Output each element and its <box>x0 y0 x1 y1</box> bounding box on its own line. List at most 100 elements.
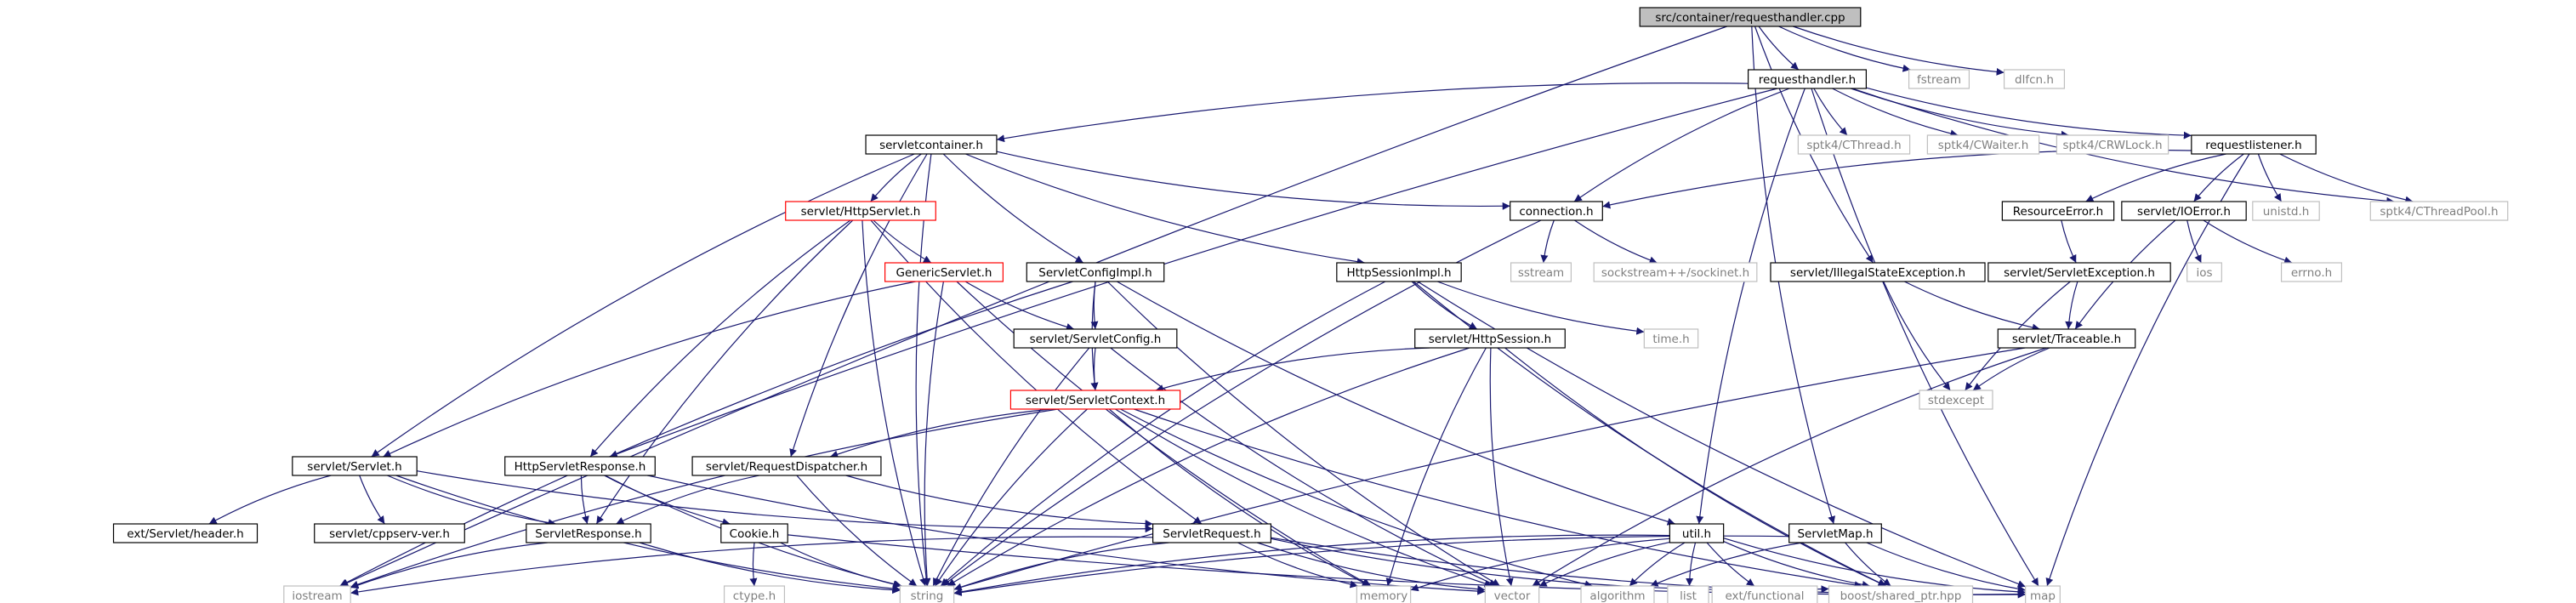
node-servlet-servlet-h[interactable]: servlet/Servlet.h <box>292 456 418 476</box>
edge-httpservletresponse-h-to-servletresponse-h <box>580 475 589 525</box>
edge-httpservletresponse-h-to-cookie-h <box>604 475 731 526</box>
node-label: ctype.h <box>733 589 776 603</box>
node-util-h[interactable]: util.h <box>1669 523 1725 543</box>
node-label: map <box>2030 589 2056 603</box>
edge-resourceerror-h-to-servlet-servletexception-h <box>2061 219 2077 264</box>
node-box <box>1926 134 2040 155</box>
edge-servlet-servletcontext-h-to-servlet-requestdispatcher-h <box>830 408 1052 458</box>
node-label: stdexcept <box>1928 394 1984 407</box>
node-label: sptk4/CWaiter.h <box>1938 139 2029 152</box>
node-sptk4-cthread-h: sptk4/CThread.h <box>1797 134 1911 155</box>
node-box <box>1510 201 1603 221</box>
node-resourceerror-h[interactable]: ResourceError.h <box>2001 201 2115 221</box>
edge-util-h-to-list <box>1686 542 1697 587</box>
node-vector: vector <box>1484 585 1540 603</box>
node-sptk4-cthreadpool-h: sptk4/CThreadPool.h <box>2369 201 2509 221</box>
edge-servlet-servlet-h-to-servletresponse-h <box>387 475 556 527</box>
node-label: vector <box>1494 589 1531 603</box>
edge-servlet-servletcontext-h-to-boost-shared-ptr-hpp <box>1134 408 1862 589</box>
edge-root-to-requesthandler-h <box>1758 26 1800 71</box>
edge-servletcontainer-h-to-servlet-httpservlet-h <box>870 153 922 202</box>
node-box <box>112 523 259 543</box>
node-list: list <box>1667 585 1709 603</box>
node-box <box>1770 262 1986 282</box>
edge-requesthandler-h-to-sptk4-cthread-h <box>1813 88 1848 136</box>
edge-httpsessionimpl-h-to-time-h <box>1436 281 1645 335</box>
node-servletcontainer-h[interactable]: servletcontainer.h <box>865 134 998 155</box>
node-servlet-ioerror-h[interactable]: servlet/IOError.h <box>2121 201 2247 221</box>
node-label: servlet/IllegalStateException.h <box>1790 266 1965 280</box>
node-servletresponse-h[interactable]: ServletResponse.h <box>526 523 651 543</box>
edge-httpservletresponse-h-to-vector <box>647 475 1486 595</box>
node-servlet-httpservlet-h[interactable]: servlet/HttpServlet.h <box>785 201 936 221</box>
edge-servletcontainer-h-to-servlet-servlet-h <box>371 153 915 458</box>
node-servlet-servletcontext-h[interactable]: servlet/ServletContext.h <box>1009 390 1181 410</box>
edge-requestlistener-h-to-sptk4-cthreadpool-h <box>2279 153 2414 204</box>
edge-root-to-dlfcn-h <box>1793 26 2005 76</box>
node-servlet-illegalstateexception-h[interactable]: servlet/IllegalStateException.h <box>1770 262 1986 282</box>
edge-servletrequest-h-to-memory <box>1237 542 1358 589</box>
edge-servletmap-h-to-algorithm <box>1650 542 1803 587</box>
edge-servletresponse-h-to-iostream <box>350 542 548 589</box>
node-sptk4-cwaiter-h: sptk4/CWaiter.h <box>1926 134 2040 155</box>
node-box <box>2025 585 2061 603</box>
node-cookie-h[interactable]: Cookie.h <box>720 523 788 543</box>
node-label: servlet/RequestDispatcher.h <box>706 460 867 474</box>
node-label: algorithm <box>1589 589 1645 603</box>
node-requestlistener-h[interactable]: requestlistener.h <box>2191 134 2317 155</box>
node-label: boost/shared_ptr.hpp <box>1840 589 1962 603</box>
edge-servletconfigimpl-h-to-util-h <box>1117 281 1675 526</box>
node-servlet-requestdispatcher-h[interactable]: servlet/RequestDispatcher.h <box>691 456 882 476</box>
node-servletmap-h[interactable]: ServletMap.h <box>1788 523 1882 543</box>
node-servlet-httpsession-h[interactable]: servlet/HttpSession.h <box>1414 328 1566 349</box>
node-errno-h: errno.h <box>2280 262 2343 282</box>
node-connection-h[interactable]: connection.h <box>1510 201 1603 221</box>
node-label: ServletResponse.h <box>535 527 641 541</box>
edge-servlet-servlet-h-to-servletrequest-h <box>417 470 1153 533</box>
edge-util-h-to-boost-shared-ptr-hpp <box>1723 541 1870 589</box>
node-root[interactable]: src/container/requesthandler.cpp <box>1639 7 1862 27</box>
edge-requestlistener-h-to-resourceerror-h <box>2085 153 2226 202</box>
node-servletconfigimpl-h[interactable]: ServletConfigImpl.h <box>1026 262 1165 282</box>
node-label: dlfcn.h <box>2015 73 2054 87</box>
node-iostream: iostream <box>283 585 351 603</box>
node-servletrequest-h[interactable]: ServletRequest.h <box>1152 523 1271 543</box>
edge-servlet-servletcontext-h-to-string <box>935 408 1088 587</box>
node-box <box>1997 328 2136 349</box>
node-label: servlet/ServletException.h <box>2004 266 2155 280</box>
edge-root-to-iostream <box>340 26 1727 587</box>
node-requesthandler-h[interactable]: requesthandler.h <box>1748 69 1868 89</box>
node-box <box>1510 262 1572 282</box>
node-ext-servlet-header-h[interactable]: ext/Servlet/header.h <box>112 523 259 543</box>
node-label: sptk4/CThreadPool.h <box>2380 205 2498 219</box>
node-box <box>2001 201 2115 221</box>
node-servlet-cppserv-ver-h[interactable]: servlet/cppserv-ver.h <box>314 523 465 543</box>
node-genericservlet-h[interactable]: GenericServlet.h <box>884 262 1004 282</box>
node-servlet-servletexception-h[interactable]: servlet/ServletException.h <box>1987 262 2171 282</box>
node-algorithm: algorithm <box>1580 585 1655 603</box>
node-label: ext/functional <box>1725 589 1804 603</box>
node-label: requesthandler.h <box>1759 73 1857 87</box>
node-httpservletresponse-h[interactable]: HttpServletResponse.h <box>504 456 656 476</box>
node-label: servletcontainer.h <box>879 139 983 152</box>
edge-requesthandler-h-to-servletcontainer-h <box>996 82 1749 143</box>
edge-servlet-httpsession-h-to-string <box>947 347 1470 587</box>
node-servlet-servletconfig-h[interactable]: servlet/ServletConfig.h <box>1013 328 1178 349</box>
node-label: memory <box>1360 589 1407 603</box>
edge-util-h-to-ext-functional <box>1706 542 1755 587</box>
edge-servletmap-h-to-string <box>953 535 1789 596</box>
node-servlet-traceable-h[interactable]: servlet/Traceable.h <box>1997 328 2136 349</box>
edge-requestlistener-h-to-servlet-ioerror-h <box>2193 153 2244 202</box>
node-unistd-h: unistd.h <box>2252 201 2320 221</box>
edge-servlet-requestdispatcher-h-to-servletrequest-h <box>845 475 1153 528</box>
node-box <box>1026 262 1165 282</box>
edge-servletcontainer-h-to-httpsessionimpl-h <box>965 153 1365 266</box>
edge-servlet-servletconfig-h-to-servlet-servletcontext-h <box>1090 347 1099 391</box>
edge-util-h-to-string <box>953 534 1670 596</box>
node-label: sstream <box>1518 266 1564 280</box>
node-label: servlet/IOError.h <box>2137 205 2231 219</box>
node-httpsessionimpl-h[interactable]: HttpSessionImpl.h <box>1336 262 1462 282</box>
edge-httpsessionimpl-h-to-string <box>940 281 1386 587</box>
edge-httpsessionimpl-h-to-servlet-httpsession-h <box>1411 281 1478 330</box>
